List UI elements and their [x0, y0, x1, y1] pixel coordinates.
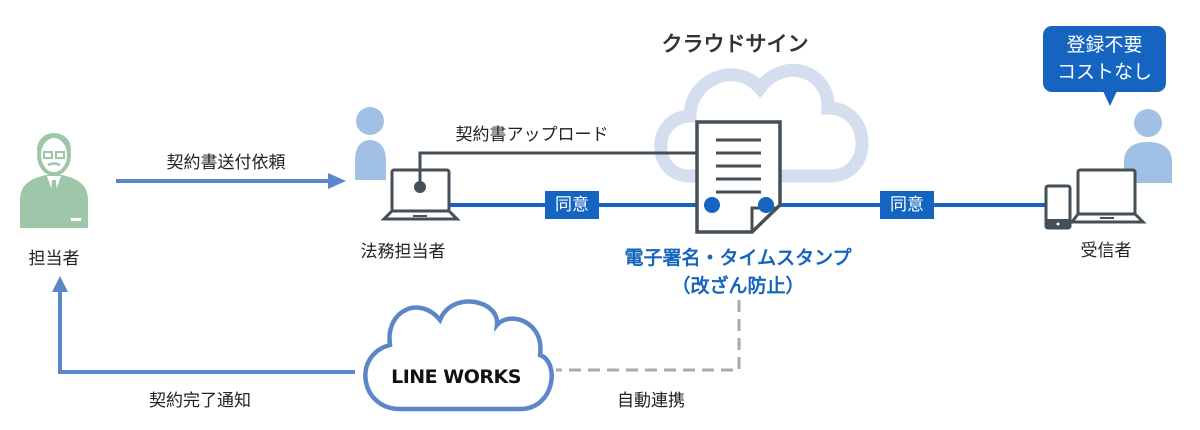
legal-person-icon: [355, 107, 386, 180]
center-caption-line2: （改ざん防止）: [671, 275, 805, 297]
callout-bubble: 登録不要 コストなし: [1043, 26, 1167, 106]
request-arrowhead-icon: [328, 173, 346, 189]
cloudsign-title: クラウドサイン: [661, 32, 809, 56]
callout-line1: 登録不要: [1066, 34, 1143, 56]
requester-label: 担当者: [28, 249, 80, 269]
request-edge-label: 契約書送付依頼: [166, 153, 286, 173]
lineworks-label: LINE WORKS: [391, 366, 521, 388]
callout-line2: コストなし: [1057, 61, 1153, 83]
agree-badge-right: 同意: [880, 191, 934, 219]
center-caption: 電子署名・タイムスタンプ （改ざん防止）: [624, 244, 851, 300]
notify-edge-label: 契約完了通知: [149, 391, 251, 411]
cloudsign-cloud-icon: [654, 64, 869, 183]
requester-person-icon: [20, 133, 88, 228]
legal-label: 法務担当者: [360, 242, 446, 262]
contract-document-icon: [695, 120, 782, 234]
recipient-smartphone-icon: [1044, 184, 1072, 230]
notify-arrowhead-icon: [52, 276, 68, 292]
upload-edge-label: 契約書アップロード: [455, 125, 609, 145]
lineworks-cloud-icon: [363, 299, 554, 412]
recipient-label: 受信者: [1080, 241, 1132, 261]
auto-link-edge-label: 自動連携: [617, 391, 685, 411]
agree-badge-left: 同意: [545, 191, 599, 219]
center-caption-line1: 電子署名・タイムスタンプ: [624, 247, 852, 269]
recipient-laptop-icon: [1069, 168, 1147, 224]
